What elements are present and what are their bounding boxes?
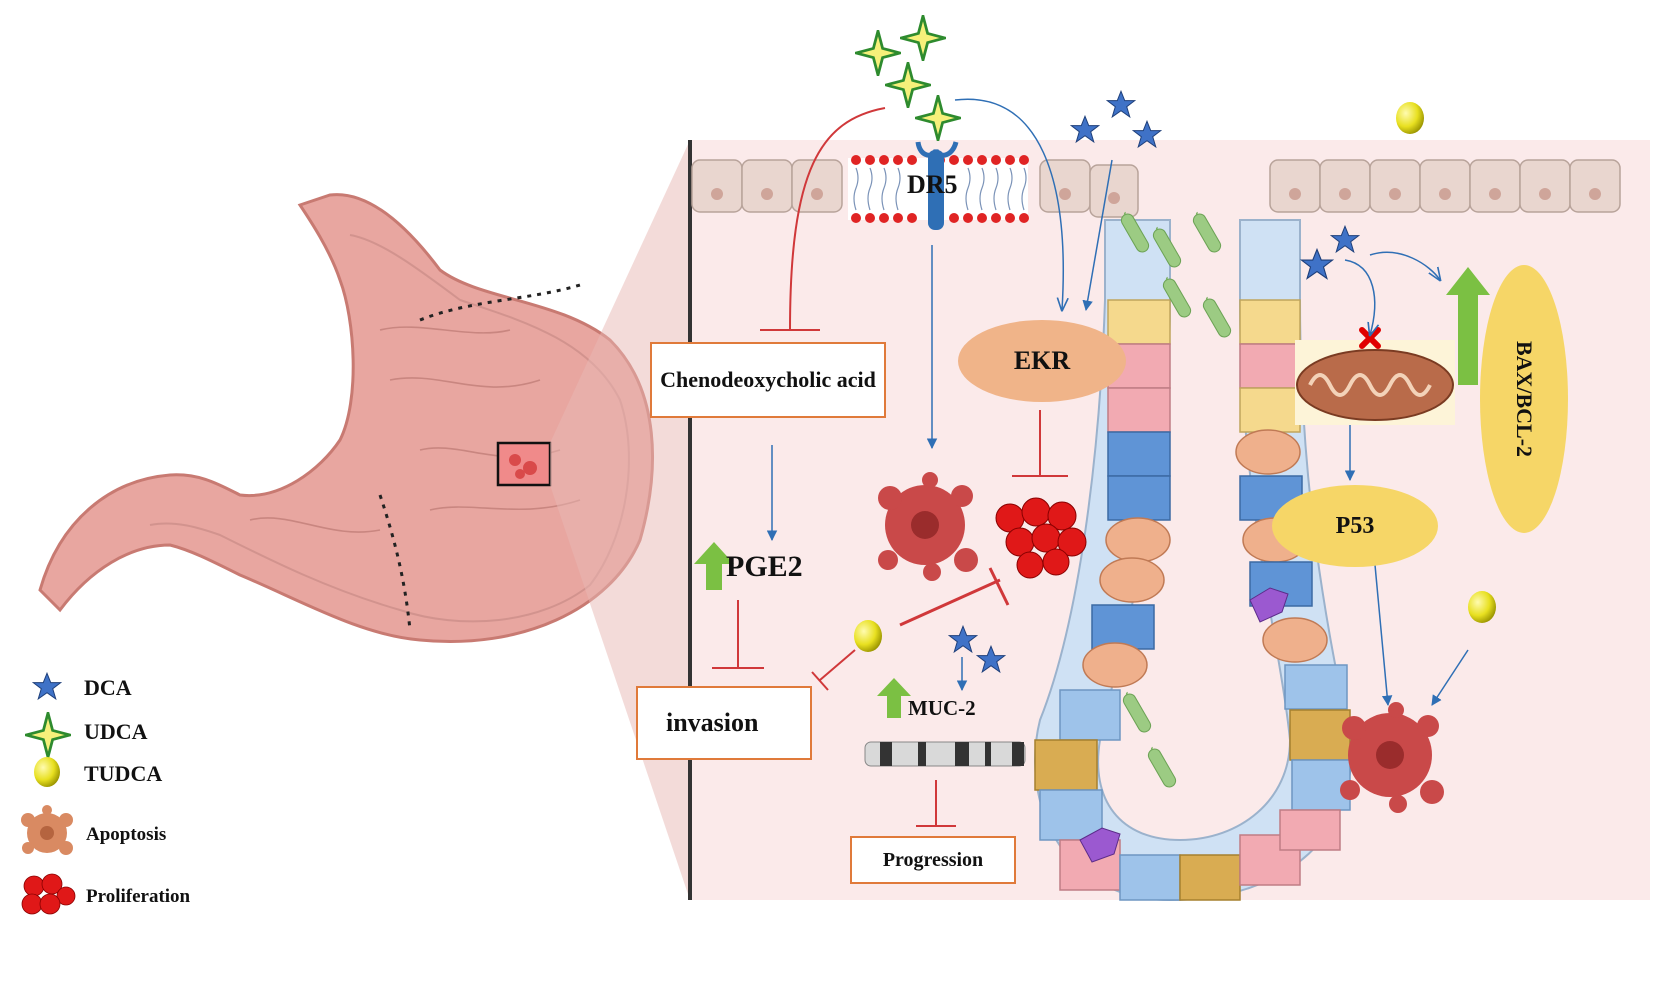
udca-ligands (855, 15, 961, 141)
pge2-label: PGE2 (726, 550, 803, 583)
activation-arrows (766, 98, 1469, 707)
legend-label-apoptosis: Apoptosis (86, 824, 167, 845)
invasion-box: invasion (636, 686, 812, 760)
muc2-label: MUC-2 (908, 696, 976, 720)
upregulation-arrows (694, 267, 1490, 718)
tissue-panel (688, 15, 1650, 902)
apoptosis-cell-icon (21, 805, 73, 855)
tudca-sphere-icon (34, 757, 60, 787)
apoptotic-cell-icon (1340, 702, 1444, 813)
inhibition-lines (712, 107, 1068, 827)
mitochondrion-icon (1295, 327, 1455, 425)
legend-label-udca: UDCA (84, 719, 148, 744)
bax-bcl2-label: BAX/BCL-2 (1512, 340, 1537, 458)
ekr-oval: EKR (958, 320, 1126, 402)
bax-bcl2-oval: BAX/BCL-2 (1480, 265, 1568, 533)
legend-label-dca: DCA (84, 675, 132, 700)
bax-up-arrow-icon (1446, 267, 1490, 385)
muc2-up-arrow-icon (877, 678, 911, 718)
legend-label-proliferation: Proliferation (86, 886, 191, 907)
dca-star-icon (32, 672, 62, 700)
chromosome-icon (864, 741, 1026, 767)
p53-oval: P53 (1272, 485, 1438, 567)
proliferating-cells-icon (995, 497, 1087, 579)
legend-icons (21, 672, 76, 915)
apoptotic-cell-icon (878, 472, 978, 581)
progression-box: Progression (850, 836, 1016, 884)
crypt-gland (1034, 219, 1352, 902)
udca-star-icon (25, 712, 71, 758)
cell-membrane (848, 141, 1029, 230)
tudca-ligands (854, 102, 1496, 652)
tumor-zoom-box (496, 441, 552, 487)
pge2-up-arrow-icon (694, 542, 734, 590)
proliferation-cells-icon (21, 873, 76, 915)
dr5-receptor-label: DR5 (907, 170, 958, 199)
legend-label-tudca: TUDCA (84, 761, 163, 786)
chenodeoxycholic-acid-box: Chenodeoxycholic acid (650, 342, 886, 418)
